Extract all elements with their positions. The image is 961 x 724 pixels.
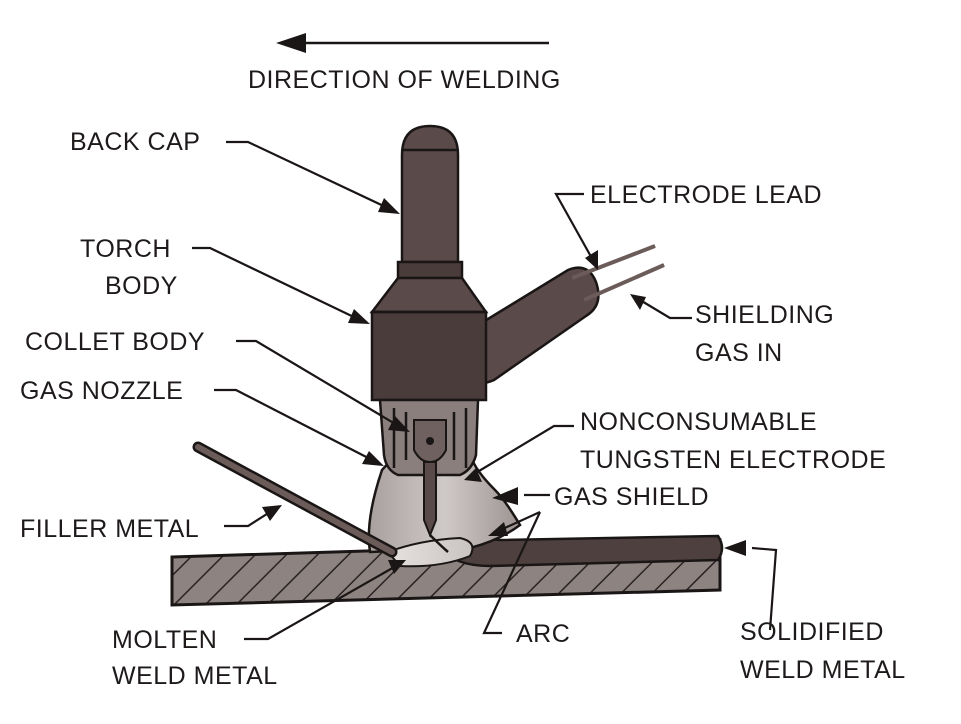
torch-body-leader: [192, 246, 370, 324]
label-torch-body-line2: BODY: [105, 272, 178, 300]
back-cap: [396, 124, 464, 280]
filler-metal-rod: [192, 441, 398, 558]
label-electrode-lead: ELECTRODE LEAD: [590, 181, 822, 209]
gas-shield-leader: [492, 487, 550, 505]
label-torch-body-line1: TORCH: [80, 235, 171, 263]
filler-metal-leader: [224, 505, 282, 528]
label-shielding-line1: SHIELDING: [695, 301, 834, 329]
molten-weld-pool: [386, 536, 474, 568]
gas-nozzle-leader: [214, 388, 384, 466]
label-back-cap: BACK CAP: [70, 128, 200, 156]
label-solidified-line1: SOLIDIFIED: [740, 618, 884, 646]
side-inlet-tube: [460, 244, 665, 385]
label-filler-metal: FILLER METAL: [20, 515, 199, 543]
direction-label: DIRECTION OF WELDING: [248, 66, 561, 94]
arc-leader: [482, 510, 541, 635]
back-cap-leader: [226, 140, 400, 214]
electrode-lead-leader: [554, 192, 598, 270]
collet-body: [413, 419, 447, 464]
collet-body-leader: [236, 339, 410, 432]
shielding-gas-leader: [630, 294, 692, 320]
label-collet-body: COLLET BODY: [25, 328, 205, 356]
label-gas-nozzle: GAS NOZZLE: [20, 377, 183, 405]
tungsten-leader: [464, 424, 574, 482]
tungsten-electrode: [423, 461, 437, 538]
molten-leader: [244, 560, 406, 641]
arc-zone: [429, 534, 449, 553]
label-solidified-line2: WELD METAL: [740, 656, 906, 684]
label-gas-shield: GAS SHIELD: [554, 483, 709, 511]
label-nonconsumable-line1: NONCONSUMABLE: [580, 408, 817, 436]
label-arc: ARC: [516, 620, 570, 648]
label-nonconsumable-line2: TUNGSTEN ELECTRODE: [580, 446, 886, 474]
label-shielding-line2: GAS IN: [695, 339, 783, 367]
label-molten-line1: MOLTEN: [112, 626, 217, 654]
direction-arrow: [276, 33, 549, 53]
torch-body: [369, 276, 489, 402]
label-molten-line2: WELD METAL: [112, 662, 278, 690]
solidified-leader: [724, 540, 778, 631]
